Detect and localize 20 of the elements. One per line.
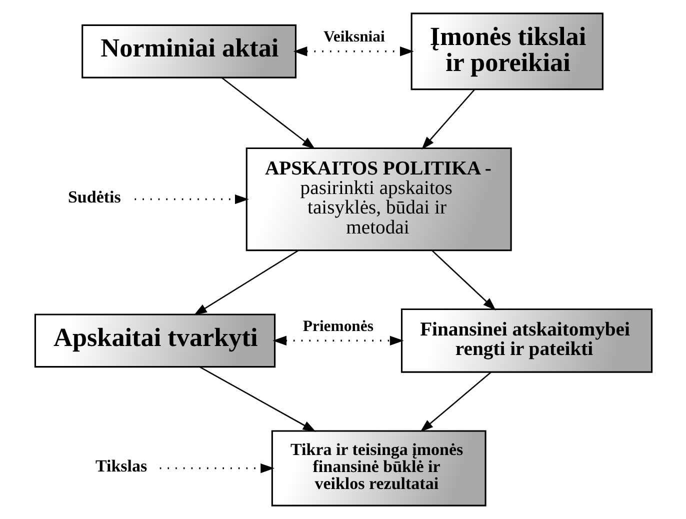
- node-box: Norminiai aktai: [81, 24, 296, 78]
- node-box: Įmonės tikslai ir poreikiai: [410, 12, 603, 90]
- arrow: [421, 88, 475, 150]
- arrow: [220, 77, 315, 150]
- node-text: Tikslas: [94, 456, 147, 476]
- node-box: Tikra ir teisinga įmonės finansinė būklė ir veiklos rezultatai: [270, 430, 486, 506]
- arrow: [134, 194, 248, 204]
- edge-label: Veiksniai: [323, 28, 384, 46]
- arrow: [420, 372, 491, 432]
- arrow: [272, 336, 404, 346]
- edge-label: Priemonės: [302, 318, 373, 335]
- arrow: [292, 46, 414, 56]
- arrow: [159, 463, 274, 474]
- node-text: Sudėtis: [67, 187, 120, 206]
- node-box: Finansinei atskaitomybei rengti ir pateikti: [400, 308, 652, 373]
- arrow: [193, 250, 298, 316]
- arrow: [198, 366, 316, 432]
- arrow: [431, 250, 496, 310]
- node-box: APSKAITOS POLITIKA - pasirinkti apskaitos taisyklės, būdai ir metodai: [245, 147, 512, 252]
- node-box: Apskaitai tvarkyti: [34, 314, 276, 368]
